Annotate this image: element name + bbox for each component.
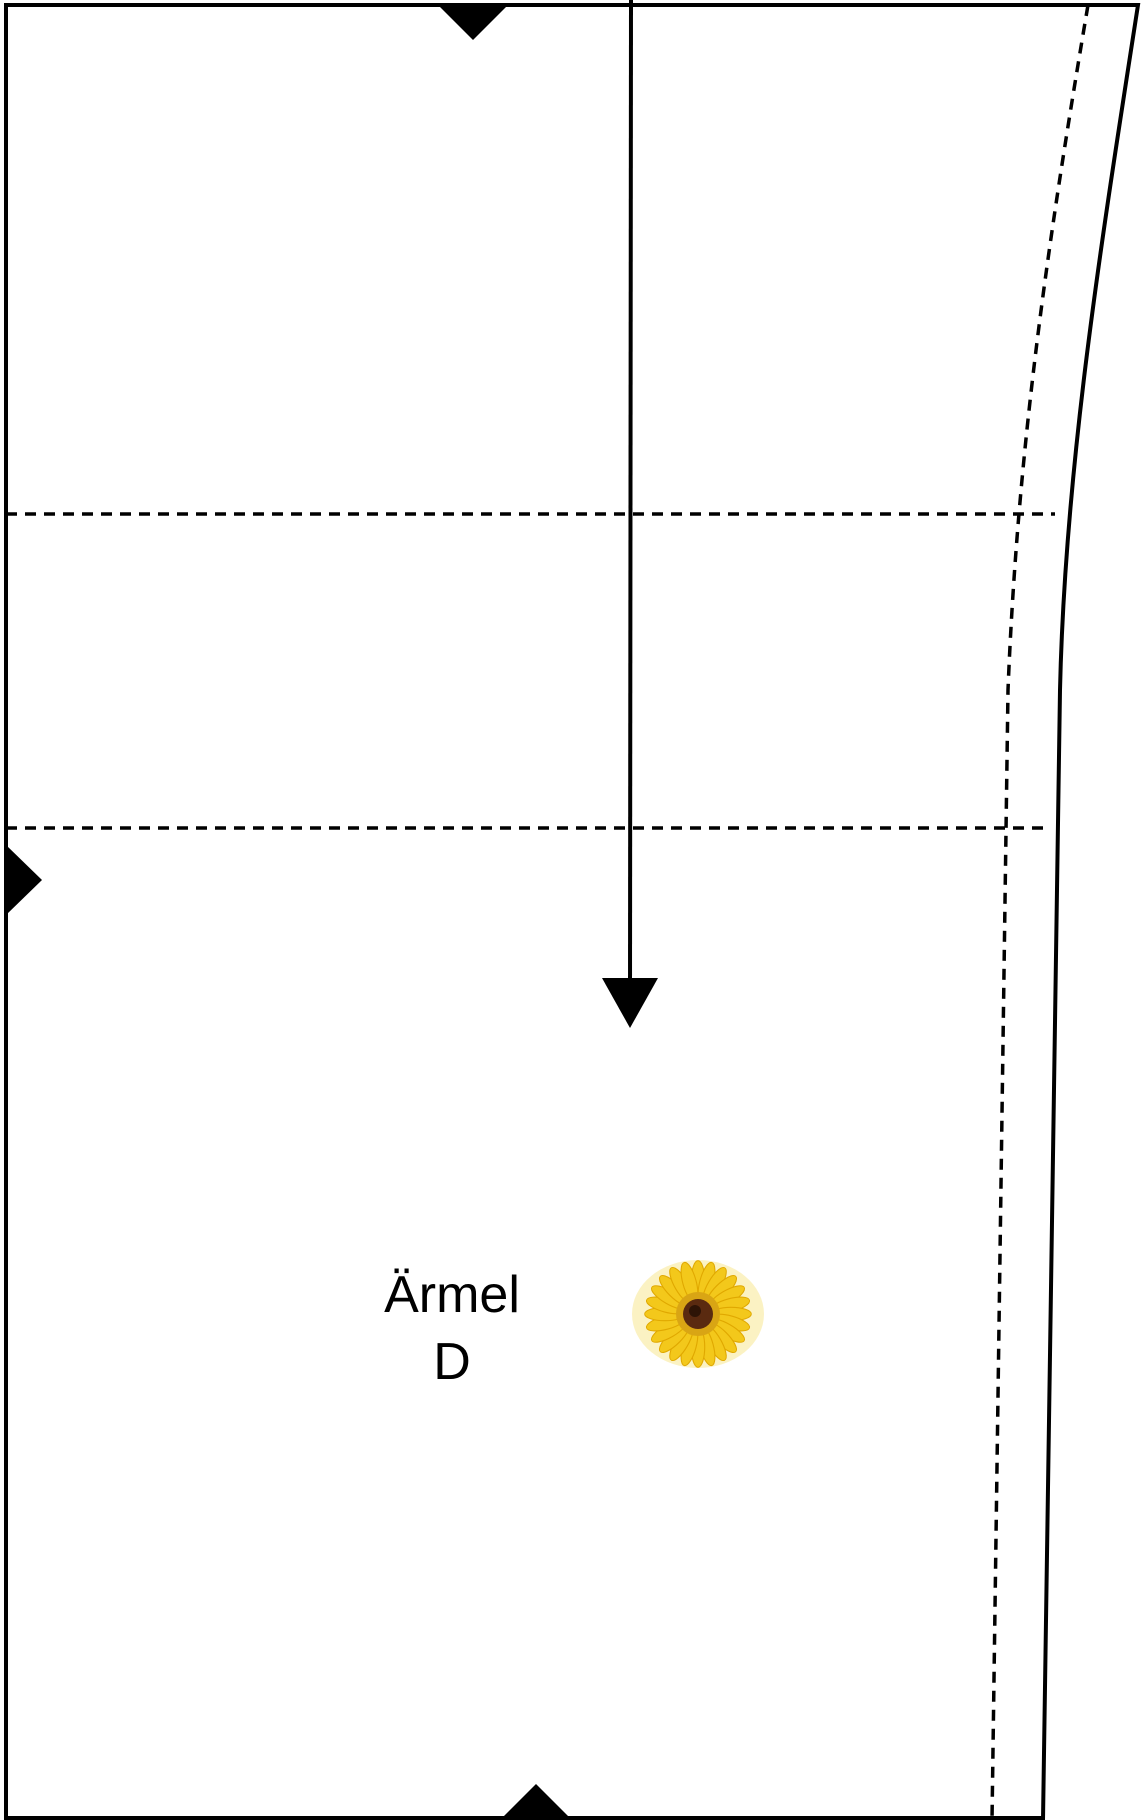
seam-allowance-line [990,4,1090,1820]
cutting-line-outline [4,2,1141,1820]
notch-bottom [500,1784,572,1820]
pattern-piece-name: Ärmel [384,1266,520,1324]
pattern-piece-letter: D [433,1332,471,1391]
pattern-piece-label: Ärmel D [352,1262,552,1395]
sunflower-icon [632,1260,764,1368]
notch-left [6,845,42,915]
notch-top [438,5,508,40]
grainline-shaft [628,0,633,991]
grainline-arrowhead [602,978,658,1028]
